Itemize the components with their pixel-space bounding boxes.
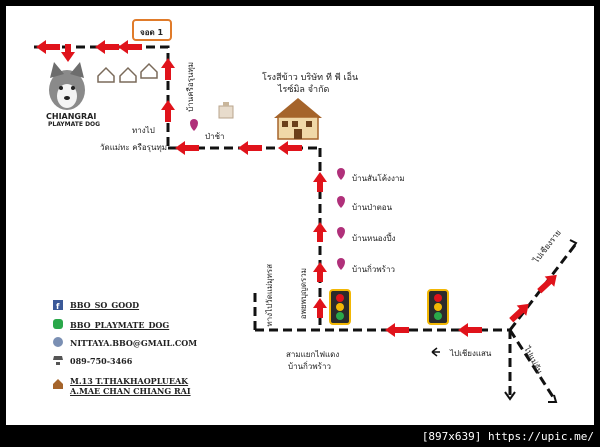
pin-icon bbox=[337, 196, 345, 208]
contact-address2: A.MAE CHAN CHIANG RAI bbox=[70, 386, 191, 396]
houses-group bbox=[97, 62, 158, 83]
tang-pai-label: ทางไป bbox=[132, 126, 155, 135]
pin-icon bbox=[190, 119, 198, 131]
route-arrow-up-1 bbox=[161, 58, 175, 80]
road-to-chiangrai bbox=[508, 244, 577, 331]
arrow-chiangsaen-icon bbox=[431, 347, 440, 357]
junction-line1: สามแยกไฟแดง bbox=[286, 350, 340, 359]
place-label-2: บ้านป่าตอน bbox=[352, 203, 393, 212]
line-icon bbox=[53, 319, 63, 329]
route-arrow-down-dog bbox=[61, 44, 75, 62]
contact-email: NITTAYA.BBO@GMAIL.COM bbox=[70, 338, 198, 348]
place-label-4: บ้านกิ่วพร้าว bbox=[352, 265, 395, 274]
start-box-label: จอด 1 bbox=[140, 28, 164, 37]
traffic-light-icon bbox=[329, 289, 351, 325]
route-arrow-diag-1 bbox=[537, 274, 557, 294]
contact-phone: 089-750-3466 bbox=[70, 356, 133, 366]
factory-icon bbox=[274, 98, 322, 140]
route-arrow-mid-1 bbox=[175, 141, 199, 155]
house-icon bbox=[97, 66, 115, 83]
email-icon bbox=[53, 337, 63, 347]
vert-label-ban-kruea: บ้านครือรุนทุม bbox=[186, 62, 195, 112]
route-arrow-top-3 bbox=[36, 40, 60, 54]
to-chiang-saen: ไปเชียงแสน bbox=[450, 349, 492, 358]
wat-label: วัดแม่ทะ ครือรุนทุม bbox=[100, 143, 167, 152]
map-paper bbox=[6, 6, 594, 425]
facebook-icon bbox=[53, 300, 63, 310]
route-arrow-mid-3 bbox=[278, 141, 302, 155]
traffic-light-icon bbox=[427, 289, 449, 325]
road-end-arrow-s bbox=[504, 391, 516, 401]
svg-text:f: f bbox=[56, 302, 60, 311]
junction-line2: บ้านกิ่วพร้าว bbox=[288, 362, 331, 371]
house-icon bbox=[119, 66, 137, 83]
pins bbox=[190, 119, 345, 270]
logo-line1: CHIANGRAI bbox=[46, 112, 97, 121]
road-end-arrow-ne bbox=[569, 239, 578, 250]
pin-icon bbox=[337, 227, 345, 239]
dog-logo-icon bbox=[49, 62, 85, 110]
contact-facebook: BBO_SO_GOOD bbox=[70, 300, 140, 310]
route-arrow-mid-2 bbox=[238, 141, 262, 155]
factory-line1: โรงสีข้าว บริษัท ที พี เอ็น bbox=[262, 73, 359, 83]
road-end-arrow-se bbox=[548, 394, 558, 403]
contact-address1: M.13 T.THAKHAOPLUEAK bbox=[70, 376, 189, 386]
factory-line2: ไรซ์มิล จำกัด bbox=[278, 85, 330, 95]
route-arrow-village-1 bbox=[313, 172, 327, 192]
phone-icon bbox=[53, 356, 63, 365]
pin-icon bbox=[337, 168, 345, 180]
footer-bar: [897x639] https://upic.me/ bbox=[0, 427, 600, 447]
logo-line2: PLAYMATE DOG bbox=[48, 121, 101, 128]
vert-road-left2: อพยพบุญดรวม bbox=[299, 268, 308, 320]
pin-icon bbox=[337, 258, 345, 270]
pa-cha-label: ป่าช้า bbox=[205, 132, 225, 141]
route-arrow-village-2 bbox=[313, 222, 327, 242]
home-icon bbox=[53, 379, 63, 389]
place-label-1: บ้านสันโค้งงาม bbox=[352, 174, 405, 183]
vert-road-left1: ทางไปวัดแม่มุทรส bbox=[265, 264, 274, 327]
house-icon bbox=[140, 62, 158, 79]
route-arrow-up-2 bbox=[161, 100, 175, 122]
route-arrow-hwy-1 bbox=[385, 323, 409, 337]
route-arrows bbox=[36, 40, 557, 337]
route-arrow-hwy-2 bbox=[458, 323, 482, 337]
route-arrow-village-4 bbox=[313, 298, 327, 318]
place-label-3: บ้านหนองปึ้ง bbox=[352, 234, 396, 243]
cemetery-icon bbox=[218, 102, 234, 119]
route-arrow-top-2 bbox=[95, 40, 119, 54]
start-box bbox=[132, 19, 172, 41]
route-arrow-top-1 bbox=[118, 40, 142, 54]
route-arrow-diag-2 bbox=[509, 303, 529, 323]
contact-line: BBO_PLAYMATE_DOG bbox=[70, 320, 170, 330]
footer-text: [897x639] https://upic.me/ bbox=[421, 430, 594, 443]
route-arrow-village-3 bbox=[313, 262, 327, 282]
